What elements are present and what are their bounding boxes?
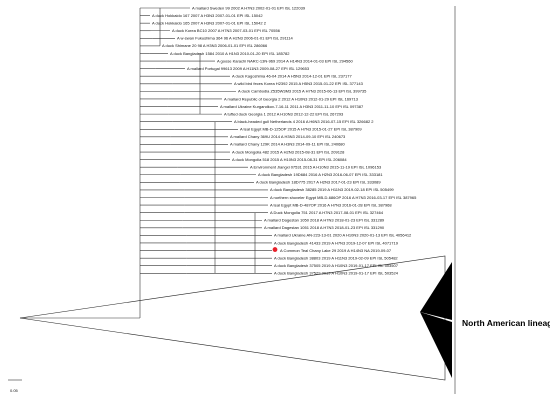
- tree-branches: [20, 7, 272, 319]
- taxon-label: A mallard Dagestan 1051 2018 A H7N3 2018…: [264, 225, 385, 230]
- taxon-label: A northern shoveler Egypt MB-D-686OP 201…: [270, 195, 417, 200]
- taxon-label: A goose Karachi NARC-13N-969 2014 A H14N…: [217, 58, 353, 63]
- taxon-label: A duck Mongolia 482 2015 A H2N3 2015-08-…: [232, 149, 345, 154]
- tree-leaves: A mallard Sweden 99 2002 A H7N3 2002-01-…: [152, 5, 417, 275]
- collapsed-clade-fill: [420, 262, 452, 320]
- taxon-label: A duck Bangladesh 37505 2019 A H10N3 201…: [274, 263, 399, 268]
- taxon-label: A mallard Chany 129K 2014 A H3N3 2014-09…: [230, 142, 346, 147]
- taxon-label: A mallard Ukraine Kurgandkov-7-16-11 201…: [220, 104, 364, 109]
- taxon-label: A duck Hokkaido 165 2007 A H3N3 2007-01-…: [152, 20, 267, 25]
- taxon-label: A Common Teal Chany Lake 29 2019 A H14N3…: [280, 248, 392, 253]
- taxon-label: A Duck Mongolia 751 2017 A H7N3 2017-08-…: [270, 210, 384, 215]
- taxon-label: A duck Bangladesh 1584 2010 A H1N3 2010-…: [170, 51, 290, 56]
- collapsed-clade-fill-lower: [420, 312, 452, 378]
- taxon-label: A duck Korea BC10 2007 A H7N3 2007-03-01…: [172, 28, 281, 33]
- taxon-label: A w-swan Fukushima 364 96 A H2N3 2006-01…: [177, 36, 294, 41]
- taxon-label: A mallard Dagestan 1050 2018 A H7N3 2018…: [264, 218, 385, 223]
- taxon-label: A mallard Republic of Georgia 2 2012 A H…: [224, 96, 359, 101]
- highlighted-taxon-marker: [272, 247, 278, 252]
- taxon-label: A mallard Portugal 99613 2009 A H11N3 20…: [187, 66, 310, 71]
- taxon-label: A duck Bangladesh 18D775 2017 A H2N3 201…: [256, 180, 381, 185]
- taxon-label: A mallard Ukraine AN-223-13-01 2020 A H1…: [274, 233, 412, 238]
- taxon-label: A duck Kagoshima 46-04 2014 A H5N3 2014-…: [232, 74, 352, 79]
- taxon-label: A mallard Sweden 99 2002 A H7N3 2002-01-…: [192, 5, 306, 10]
- taxon-label: A Environment Jiangxi 07531 2015 A H10N3…: [250, 164, 382, 169]
- taxon-label: A duck Shimane 20 98 A H3N3 2006-01-01 E…: [162, 43, 268, 48]
- taxon-label: A duck Bangladesh 38803 2019 A H11N3 201…: [274, 255, 398, 260]
- taxon-label: A black-headed gull Netherlands 4 2016 A…: [234, 119, 374, 124]
- taxon-label: A duck Mongolia 518 2015 A H10N3 2015-08…: [232, 157, 347, 162]
- taxon-label: A duck Bangladesh 38285 2019 A H11N3 201…: [270, 187, 394, 192]
- taxon-label: A teal Egypt MB-D-487OP 2016 A H7N3 2016…: [270, 202, 392, 207]
- north-american-lineage-label: North American lineage: [462, 318, 550, 328]
- taxon-label: A tufted duck Georgia 1 2012 A H10N3 201…: [224, 111, 344, 116]
- taxon-label: A teal Egypt MB-D-125OP 2015 A H7N3 2015…: [240, 127, 362, 132]
- taxon-label: A mallard Chany 369U 2014 A H3N3 2014-09…: [230, 134, 346, 139]
- taxon-label: A duck Bangladesh 41433 2019 A H7N3 2019…: [274, 240, 399, 245]
- taxon-label: A duck Bangladesh 37529 2019 A H10N3 201…: [274, 271, 399, 276]
- taxon-label: A wild bird feces Korea H2392 2015 A H5N…: [234, 81, 364, 86]
- taxon-label: A duck Bangladesh 19D684 2016 A H2N3 201…: [258, 172, 383, 177]
- taxon-label: A duck Hokkaido 167 2007 A H3N3 2007-01-…: [152, 13, 263, 18]
- scale-bar-label: 0.05: [10, 388, 18, 393]
- taxon-label: A duck Cambodia Z535W3M3 2015 A H7N3 201…: [238, 89, 367, 94]
